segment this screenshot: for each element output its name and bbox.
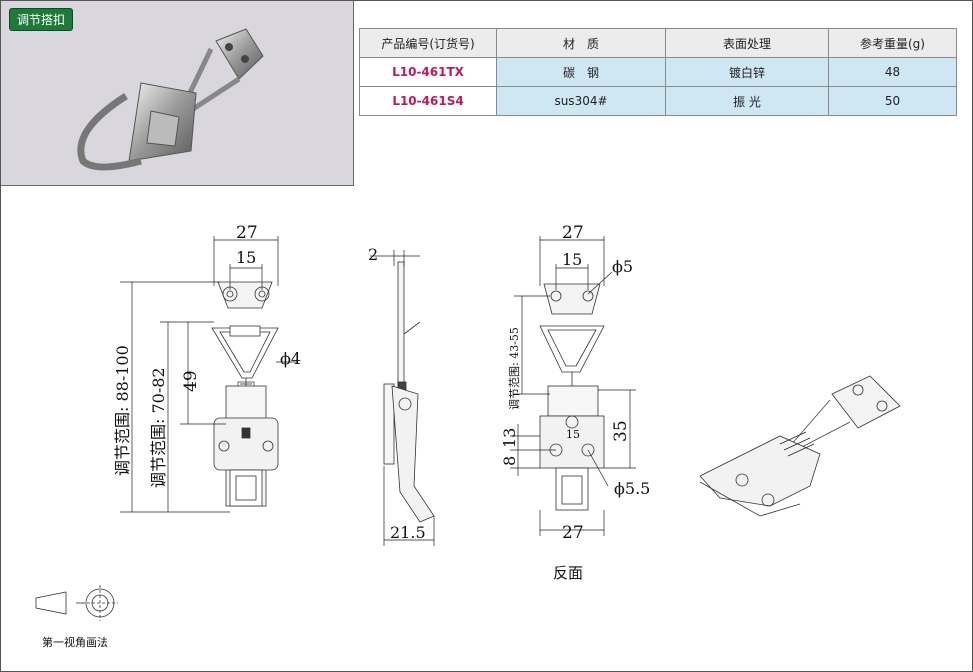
dim-side-thickness: 2 — [368, 245, 378, 264]
front-view — [211, 281, 279, 507]
row-material: 碳 钢 — [496, 57, 666, 87]
front-dimension-lines — [120, 236, 298, 513]
dim-back-small-13: 13 — [500, 428, 519, 448]
table-row: L10-461S4 sus304# 振 光 50 — [359, 86, 957, 116]
dim-back-small-8: 8 — [500, 456, 519, 466]
side-dimension-lines — [370, 250, 435, 546]
dim-back-hole-dia-bottom: ϕ5.5 — [614, 479, 650, 498]
dim-back-height: 35 — [611, 420, 631, 442]
row-code: L10-461S4 — [359, 86, 497, 116]
dim-front-hole-dia: ϕ4 — [280, 349, 301, 368]
dim-side-depth: 21.5 — [390, 523, 426, 542]
dim-back-width-top: 27 — [562, 223, 584, 243]
row-weight: 48 — [828, 57, 957, 87]
spec-table: 产品编号(订货号) 材 质 表面处理 参考重量(g) L10-461TX 碳 钢… — [359, 28, 957, 116]
back-view-caption: 反面 — [553, 564, 584, 582]
back-view — [539, 283, 605, 511]
row-finish: 振 光 — [665, 86, 829, 116]
dim-back-inner-15: 15 — [566, 428, 580, 441]
product-photo-panel: 调节搭扣 — [1, 1, 354, 186]
table-row: L10-461TX 碳 钢 镀白锌 48 — [359, 57, 957, 87]
header-weight: 参考重量(g) — [828, 28, 957, 58]
row-code: L10-461TX — [359, 57, 497, 87]
product-photo — [77, 28, 264, 171]
dim-front-link-height: 49 — [181, 370, 201, 392]
dim-back-hole-pitch-top: 15 — [562, 250, 582, 269]
spec-table-header: 产品编号(订货号) 材 质 表面处理 参考重量(g) — [359, 28, 957, 58]
dim-range-outer: 调节范围: 88-100 — [113, 345, 132, 476]
isometric-view — [699, 375, 901, 517]
header-finish: 表面处理 — [665, 28, 829, 58]
row-weight: 50 — [828, 86, 957, 116]
dim-back-width-bottom: 27 — [562, 523, 584, 543]
technical-drawing: 27 15 ϕ4 49 调节范围: 88-100 调节范围: 70-82 2 2… — [35, 223, 901, 621]
projection-method-label: 第一视角画法 — [42, 636, 108, 649]
product-category-tag: 调节搭扣 — [9, 8, 74, 31]
side-view — [383, 261, 435, 523]
row-finish: 镀白锌 — [665, 57, 829, 87]
header-material: 材 质 — [496, 28, 666, 58]
first-angle-projection-symbol — [35, 585, 118, 621]
dim-front-width: 27 — [236, 223, 258, 243]
row-material: sus304# — [496, 86, 666, 116]
dim-back-hole-dia-top: ϕ5 — [612, 257, 633, 276]
header-code: 产品编号(订货号) — [359, 28, 497, 58]
dim-range-inner: 调节范围: 70-82 — [149, 367, 168, 488]
dim-back-range: 调节范围: 43-55 — [507, 327, 521, 410]
dim-front-hole-pitch: 15 — [236, 248, 256, 267]
back-dimension-lines — [510, 236, 636, 536]
